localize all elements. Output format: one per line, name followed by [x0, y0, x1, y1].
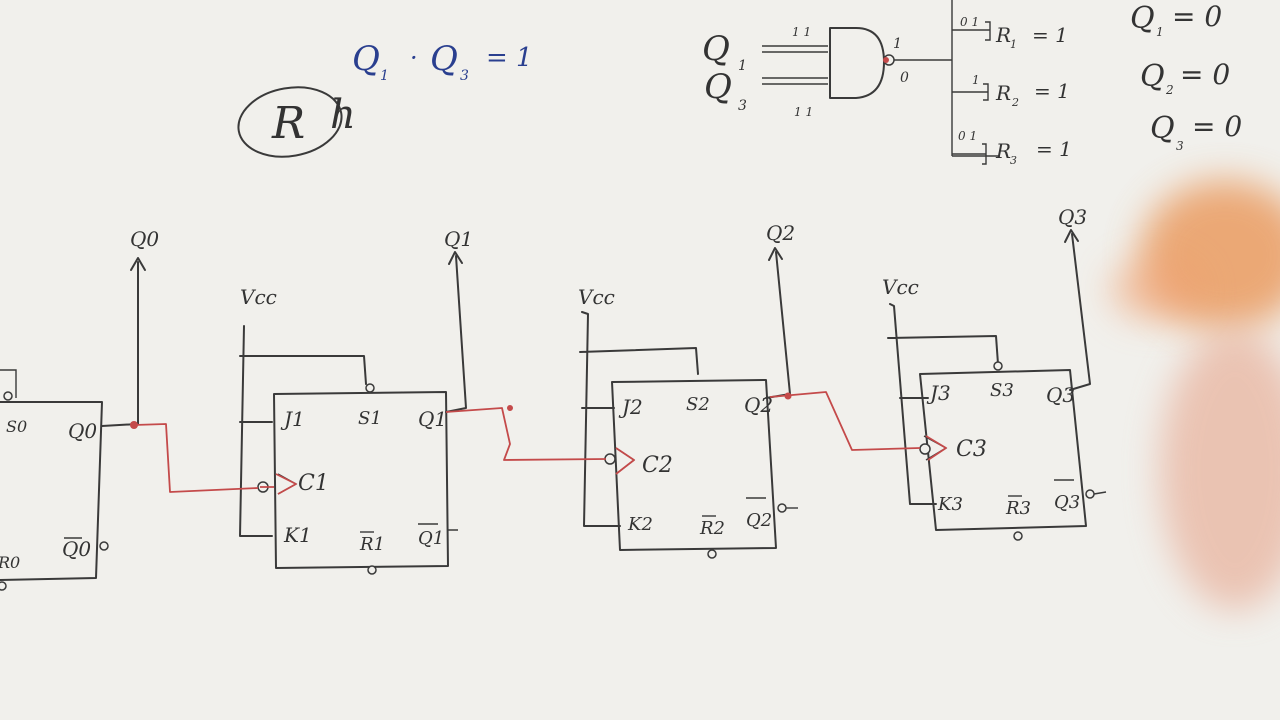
reset-line-1-sub: 1: [1010, 38, 1017, 51]
reset-line-2: 1 R 2 = 1: [972, 73, 1070, 109]
ff3-j-label: J3: [926, 381, 951, 405]
state-1-value: = 0: [1172, 0, 1222, 33]
ff3-s-label: S3: [990, 380, 1014, 401]
ff2-clk-label: C2: [642, 453, 673, 478]
reset-line-3-sub: 3: [1010, 154, 1017, 167]
reset-line-1-marks: 0 1: [960, 15, 979, 29]
ff3-q-label: Q3: [1046, 383, 1075, 407]
gate-input2: Q: [704, 67, 732, 107]
ff0-q-label: Q0: [68, 419, 97, 443]
reset-line-3-marks: 0 1: [958, 129, 977, 143]
reset-line-2-marks: 1: [972, 73, 980, 87]
gate-out-level-1: 1: [893, 36, 902, 52]
circle-mark: [237, 86, 343, 158]
ff0-r-label: R0: [0, 553, 20, 572]
ff1-output-label: Q1: [444, 227, 473, 251]
ff2-vcc-label: Vcc: [578, 285, 615, 309]
ff0-qbar-label: Q0: [62, 537, 91, 561]
ff1-r-label: R1: [359, 534, 385, 555]
flip-flop-0: S0 Q0 Q0 R0 Q0: [0, 227, 159, 591]
ff0-output-label: Q0: [130, 227, 159, 251]
reset-line-3-value: = 1: [1036, 137, 1072, 161]
reset-line-2-pin: R: [995, 81, 1011, 105]
gate-out-level-0: 0: [900, 70, 909, 86]
equation-result: = 1: [486, 43, 533, 73]
ff2-qbar-label: Q2: [746, 510, 772, 531]
ff1-q-label: Q1: [418, 407, 447, 431]
ff1-vcc-label: Vcc: [240, 285, 277, 309]
state-1-sub: 1: [1156, 25, 1164, 39]
equation-left-sub: 1: [380, 68, 389, 84]
flip-flop-1: Vcc J1 S1 Q1 C1 K1 R1 Q1 Q1: [239, 227, 473, 575]
reset-line-2-sub: 2: [1011, 96, 1019, 109]
state-3-name: Q: [1150, 111, 1175, 146]
reset-note: R h: [237, 86, 356, 158]
equation-op: ·: [410, 44, 418, 72]
ff2-output-label: Q2: [766, 221, 795, 245]
gate-input2-sub: 3: [738, 98, 747, 114]
reset-line-3-pin: R: [995, 139, 1011, 163]
reset-line-1-pin: R: [995, 23, 1011, 47]
reset-line-1: 0 1 R 1 = 1: [960, 15, 1068, 51]
ff2-j-label: J2: [618, 395, 643, 419]
gate-input1: Q: [702, 29, 730, 69]
state-2-value: = 0: [1180, 58, 1230, 91]
gate-in-level-top: 1 1: [792, 25, 811, 39]
ff2-r-label: R2: [699, 518, 725, 539]
ff3-vcc-label: Vcc: [882, 275, 919, 299]
ff1-s-label: S1: [358, 408, 382, 429]
equation: Q 1 · Q 3 = 1: [352, 39, 533, 84]
hand-blur-tip: [1110, 260, 1200, 320]
ff1-qbar-label: Q1: [418, 528, 444, 549]
ff3-qbar-label: Q3: [1054, 492, 1080, 513]
gate-input1-sub: 1: [738, 58, 747, 74]
ff3-output-label: Q3: [1058, 205, 1087, 229]
flip-flop-2: Vcc J2 S2 Q2 C2 K2 R2 Q2 Q2: [578, 221, 798, 559]
reset-line-2-value: = 1: [1034, 79, 1070, 103]
state-2-name: Q: [1140, 59, 1165, 94]
gate-in-level-bottom: 1 1: [794, 105, 813, 119]
hand-blur-lower: [1160, 330, 1280, 610]
output-states: Q 1 = 0 Q 2 = 0 Q 3 = 0: [1130, 0, 1242, 153]
ff3-clk-label: C3: [956, 437, 987, 462]
state-3-sub: 3: [1176, 139, 1184, 153]
circled-letter: R: [271, 98, 305, 149]
equation-right-sub: 3: [460, 68, 469, 84]
ff0-s-label: S0: [6, 417, 27, 436]
reset-line-3: 0 1 R 3 = 1: [958, 129, 1072, 167]
reset-tail: h: [330, 92, 356, 138]
ff3-k-label: K3: [937, 494, 963, 515]
state-3-value: = 0: [1192, 110, 1242, 143]
red-clock-wires: [133, 57, 947, 495]
state-1-name: Q: [1130, 1, 1155, 36]
flip-flop-3: Vcc J3 S3 Q3 C3 K3 R3 Q3 Q3: [882, 205, 1107, 541]
equation-right: Q: [430, 39, 458, 79]
ff1-j-label: J1: [280, 407, 305, 431]
ff2-s-label: S2: [686, 394, 710, 415]
reset-line-1-value: = 1: [1032, 23, 1068, 47]
nand-gate: Q 1 Q 3 1 1 1 1 1 0 0 1 R 1 = 1 1 R 2 = …: [702, 0, 1072, 167]
state-2-sub: 2: [1165, 83, 1174, 97]
equation-left: Q: [352, 39, 380, 79]
ff1-k-label: K1: [283, 523, 312, 547]
ff1-clk-label: C1: [298, 471, 329, 496]
ff3-r-label: R3: [1005, 498, 1031, 519]
ff2-k-label: K2: [627, 514, 653, 535]
